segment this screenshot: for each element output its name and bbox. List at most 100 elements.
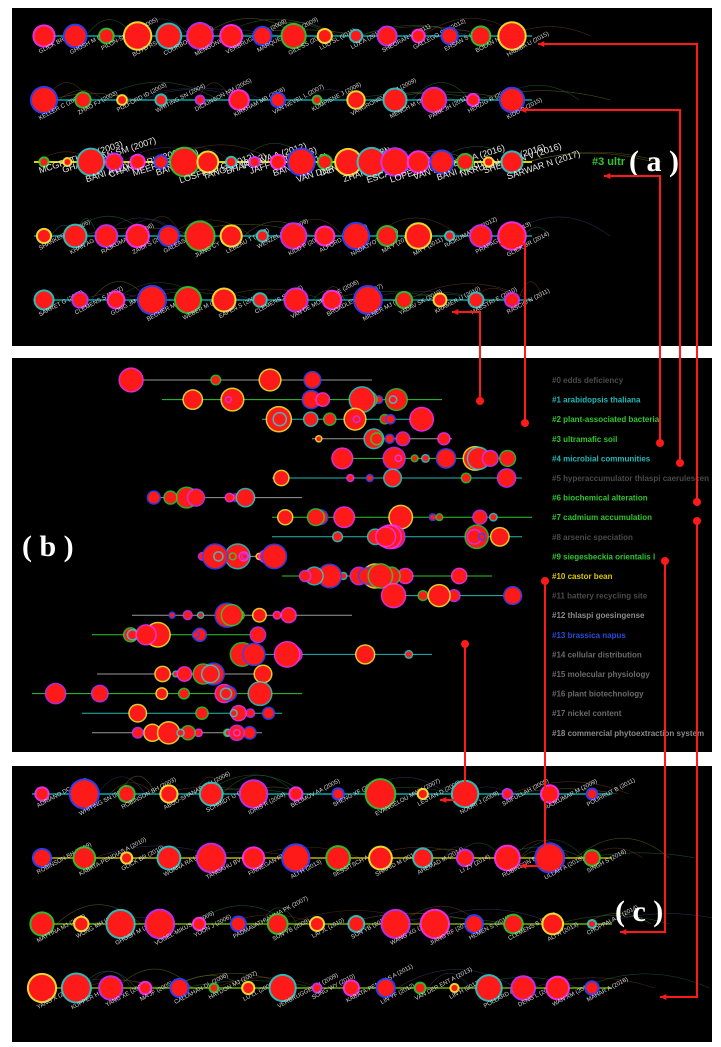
cluster-node [418,591,428,600]
citation-node [451,984,458,992]
citation-node [288,149,314,175]
citation-node [96,226,117,246]
citation-node [358,148,385,176]
citation-node [254,27,271,45]
cluster-node [155,667,170,681]
citation-node [268,915,287,933]
cluster-node [350,387,374,412]
cluster-node [183,390,202,409]
citation-node [34,26,54,46]
citation-node [270,975,295,1001]
citation-node [313,984,321,992]
citation-node [318,156,331,168]
citation-node [186,222,214,250]
citation-node [344,981,358,995]
citation-node [231,917,245,931]
cluster-node [195,729,202,736]
cluster-node [473,510,487,524]
citation-node [64,25,86,47]
panel-label-c: ( c ) [615,895,664,928]
citation-node [62,974,90,1002]
citation-node [500,88,524,112]
citation-node [240,781,267,807]
cluster-node [278,510,292,524]
citation-node [290,788,302,800]
citation-node [378,227,397,245]
citation-node [543,914,563,934]
cluster-node [148,491,160,504]
citation-node [124,23,151,49]
cluster-node [46,684,65,703]
cluster-node [396,456,401,461]
cluster-node [308,509,324,525]
cluster-node [181,726,195,740]
citation-node [131,155,144,169]
citation-node [469,293,483,307]
cluster-label: #14 cellular distribution [552,650,642,659]
cluster-node [405,651,412,658]
cluster-node [248,682,272,705]
cluster-node [136,625,156,645]
citation-node [271,155,285,169]
cluster-node [164,491,177,504]
citation-node [466,916,483,932]
citation-node [171,148,198,176]
citation-node [213,289,235,311]
citation-node [75,917,88,931]
cluster-label: #10 castor bean [552,572,613,581]
cluster-label: #15 molecular physiology [552,670,650,679]
citation-node [37,229,51,243]
cluster-node [184,611,192,619]
citation-node [587,789,597,799]
cluster-node [169,612,175,618]
cluster-node [324,413,336,425]
citation-node [33,849,51,867]
citation-node [382,910,409,938]
citation-node [495,846,519,870]
citation-node [408,152,429,172]
cluster-node [504,587,521,604]
citation-arc [397,969,517,989]
cluster-node [158,722,179,744]
cluster-node [234,730,240,736]
citation-node [40,158,48,166]
cluster-node [274,612,281,619]
citation-arc [214,977,320,989]
citation-node [470,226,491,246]
cluster-node [316,436,322,442]
cluster-node [452,569,467,583]
cluster-label: #16 plant biotechnology [552,690,644,699]
cluster-label: #0 edds deficiency [552,376,624,385]
cluster-node [306,567,323,585]
cluster-node [214,552,223,561]
cluster-node [479,534,485,540]
cluster-node [178,667,191,681]
citation-node [31,913,53,935]
panel-a-svg: GLICK BR (2003)GHOSH M (2005)PILON-SMITS… [29,17,662,323]
citation-node [343,223,369,249]
citation-node [197,844,225,872]
cluster-node [262,544,286,568]
cluster-node [273,413,286,426]
cluster-node [303,391,320,408]
panel-a-timelines: GLICK BR (2003)GHOSH M (2005)PILON-SMITS… [12,8,712,346]
citation-arc [109,782,154,795]
citation-node [271,93,285,107]
cluster-node [462,473,471,483]
citation-node [171,979,188,997]
cluster-node [253,609,266,622]
citation-node [35,291,53,309]
citation-arc [97,776,146,795]
citation-arc [531,977,655,989]
citation-node [139,982,151,994]
cluster-node [188,489,204,506]
cluster-node [500,451,515,466]
citation-node [156,95,166,105]
cluster-node [179,689,189,699]
cluster-label: #3 ultramafic soil [552,435,617,444]
citation-node [323,291,341,309]
cluster-node [390,396,396,403]
cluster-node [222,605,242,626]
cluster-node [211,375,220,385]
cluster-node [334,507,354,527]
